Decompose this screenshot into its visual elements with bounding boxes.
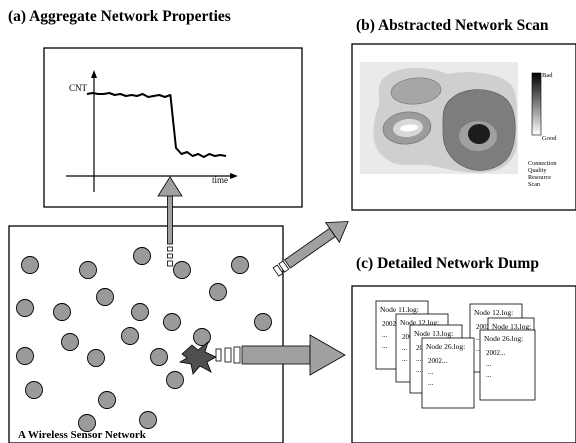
log-card-line: 2002... <box>486 349 506 357</box>
network-label: A Wireless Sensor Network <box>18 429 147 441</box>
scan-caption-line-2: Quality <box>528 167 547 174</box>
network-nodes <box>16 247 272 432</box>
log-card-line: ... <box>402 355 408 363</box>
log-cards: Node 11.log:2002.........Node 12.log:200… <box>375 300 536 409</box>
y-axis-label: CNT <box>69 83 88 93</box>
log-card-title: Node 26.log: <box>426 342 465 351</box>
sensor-node <box>193 328 211 346</box>
scan-legend-bottom-label: Good <box>542 135 557 142</box>
sensor-node <box>16 347 34 365</box>
log-card: Node 26.log: 2002......... <box>479 329 536 401</box>
sensor-node <box>96 288 114 306</box>
log-card-title: Node 13.log: <box>492 322 531 331</box>
panel-c: Node 11.log:2002.........Node 12.log:200… <box>351 285 576 443</box>
sensor-node <box>121 327 139 345</box>
log-card-line: ... <box>476 334 482 342</box>
log-card-line: ... <box>428 368 434 376</box>
sensor-node <box>78 414 96 432</box>
sensor-node <box>139 411 157 429</box>
log-card-title: Node 12.log: <box>474 308 513 317</box>
log-card-line: 2002... <box>428 357 448 365</box>
panel-b-title: (b) Abstracted Network Scan <box>356 17 549 34</box>
network-panel: A Wireless Sensor Network <box>8 225 284 443</box>
arrow-to-panel-c <box>215 334 346 376</box>
log-card-title: Node 11.log: <box>380 305 419 314</box>
sensor-node <box>231 256 249 274</box>
arrow-to-panel-b <box>272 221 349 277</box>
scan-caption-line-1: Connection <box>528 160 557 167</box>
log-card-frame <box>479 329 536 401</box>
log-card-title: Node 13.log: <box>414 329 453 338</box>
log-card-line: ... <box>382 342 388 350</box>
log-card-line: ... <box>416 355 422 363</box>
sensor-node <box>21 256 39 274</box>
sensor-node <box>163 313 181 331</box>
sensor-node <box>87 349 105 367</box>
panel-c-title: (c) Detailed Network Dump <box>356 255 539 272</box>
event-burst-icon <box>178 340 217 375</box>
sensor-node <box>79 261 97 279</box>
series-group <box>86 92 227 158</box>
log-card-line: ... <box>402 344 408 352</box>
log-card-title: Node 12.log: <box>400 318 439 327</box>
log-card-line: 2002... <box>476 323 496 331</box>
panel-a: CNT time <box>43 47 303 208</box>
sensor-node <box>61 333 79 351</box>
log-card-line: ... <box>486 371 492 379</box>
sensor-node <box>166 371 184 389</box>
sensor-node <box>150 348 168 366</box>
sensor-node <box>173 261 191 279</box>
log-card-line: ... <box>428 379 434 387</box>
log-card: Node 26.log: 2002......... <box>421 337 475 409</box>
series-line <box>86 92 227 158</box>
scan-legend-bar <box>531 72 542 136</box>
sensor-node <box>53 303 71 321</box>
scan-legend-top-label: Bad <box>542 72 553 79</box>
log-card-line: ... <box>476 345 482 353</box>
sensor-node <box>133 247 151 265</box>
log-card-line: 2002... <box>382 320 402 328</box>
sensor-node <box>131 303 149 321</box>
sensor-node <box>98 391 116 409</box>
x-axis-label: time <box>212 175 228 185</box>
y-axis-arrowhead <box>91 70 97 78</box>
scan-region-right-core <box>468 124 490 144</box>
log-card-line: ... <box>486 360 492 368</box>
log-card-title: Node 26.log: <box>484 334 523 343</box>
sensor-node <box>254 313 272 331</box>
log-card-line: ... <box>416 366 422 374</box>
log-card-line: ... <box>382 331 388 339</box>
arrow-to-panel-a <box>157 176 183 267</box>
scan-caption-line-3: Resource <box>528 174 551 181</box>
scan-region-left-core <box>400 124 418 132</box>
scan-caption-line-4: Scan <box>528 181 540 188</box>
sensor-node <box>209 283 227 301</box>
x-axis-arrowhead <box>230 173 238 179</box>
sensor-node <box>25 381 43 399</box>
panel-b: Bad Good Connection Quality Resource Sca… <box>351 43 576 211</box>
scan-region-top <box>390 77 442 105</box>
sensor-node <box>16 299 34 317</box>
panel-a-title: (a) Aggregate Network Properties <box>8 8 231 25</box>
log-card-frame <box>421 337 475 409</box>
